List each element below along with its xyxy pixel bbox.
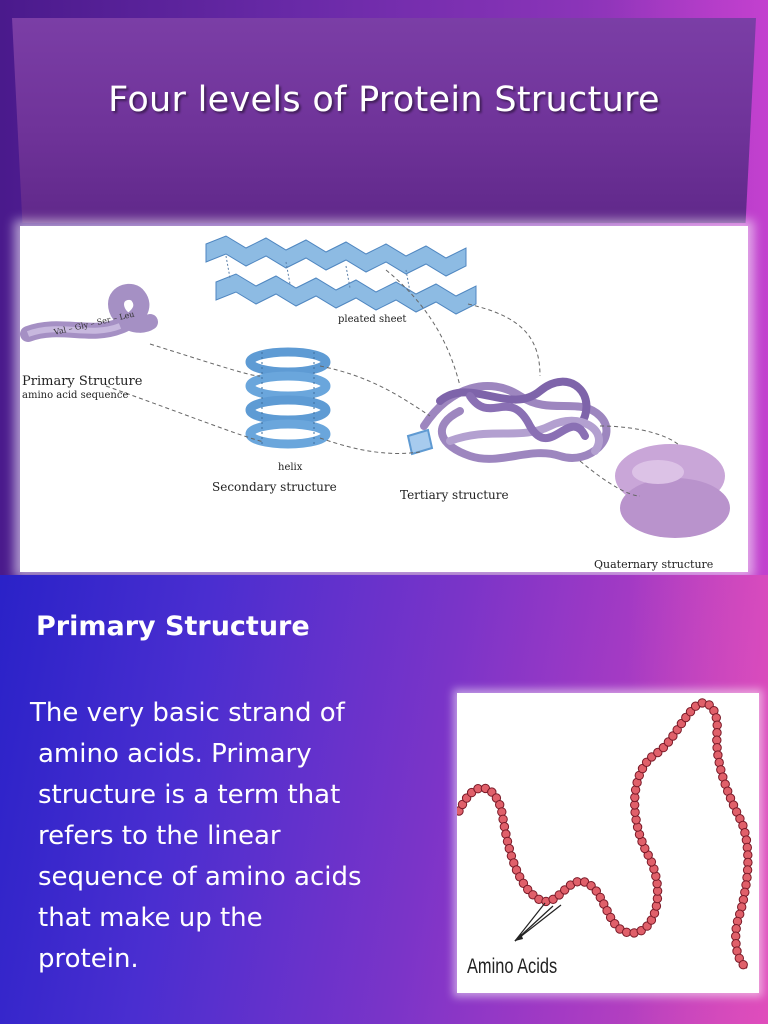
body-line: protein. bbox=[38, 944, 139, 974]
slide-protein-levels: Four levels of Protein Structure bbox=[0, 0, 768, 575]
amino-acid-beads bbox=[454, 698, 753, 970]
slide-title: Four levels of Protein Structure bbox=[108, 80, 660, 120]
title-panel bbox=[12, 18, 756, 223]
alpha-helix-graphic bbox=[245, 347, 331, 449]
body-line: amino acids. Primary bbox=[38, 739, 312, 769]
amino-acid-chain-figure: Amino Acids bbox=[454, 693, 759, 993]
protein-structure-figure: Primary Structure amino acid sequence Va… bbox=[20, 226, 748, 572]
body-paragraph: The very basic strand of amino acids. Pr… bbox=[28, 693, 438, 980]
body-line: that make up the bbox=[38, 903, 263, 933]
primary-ribbon-graphic bbox=[20, 283, 158, 342]
primary-structure-label: Primary Structure bbox=[22, 374, 143, 389]
secondary-structure-label: Secondary structure bbox=[212, 480, 337, 494]
connector-lines bbox=[105, 269, 681, 497]
quaternary-structure-graphic bbox=[615, 444, 730, 538]
amino-acid-bead bbox=[738, 960, 748, 970]
section-heading: Primary Structure bbox=[36, 611, 310, 642]
amino-acid-chain-illustration bbox=[454, 698, 753, 970]
pleated-sheet-graphic bbox=[205, 235, 477, 315]
quaternary-structure-label: Quaternary structure bbox=[594, 558, 714, 571]
amino-acids-label: Amino Acids bbox=[467, 955, 558, 978]
tertiary-structure-label: Tertiary structure bbox=[400, 488, 509, 502]
body-line: The very basic strand of bbox=[30, 698, 345, 728]
body-line: sequence of amino acids bbox=[38, 862, 362, 892]
pleated-sheet-label: pleated sheet bbox=[338, 314, 407, 325]
amino-acid-sequence-label: amino acid sequence bbox=[22, 390, 129, 401]
body-line: refers to the linear bbox=[38, 821, 281, 851]
body-line: structure is a term that bbox=[38, 780, 341, 810]
helix-label: helix bbox=[278, 462, 303, 473]
tertiary-structure-graphic bbox=[406, 377, 611, 463]
slide-primary-structure: Primary Structure The very basic strand … bbox=[0, 575, 768, 1024]
protein-structure-illustration bbox=[20, 235, 730, 538]
